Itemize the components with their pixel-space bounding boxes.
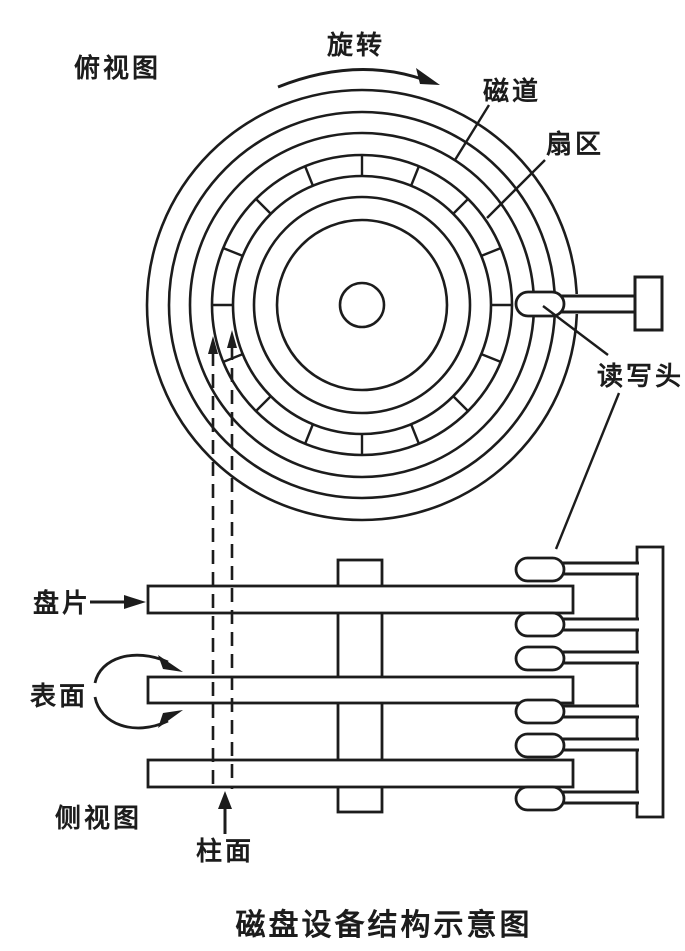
track-circle <box>252 195 472 415</box>
head-link-line <box>554 392 621 550</box>
platter-arrow <box>90 595 146 609</box>
head-arm <box>558 704 642 719</box>
figure-title: 磁盘设备结构示意图 <box>236 908 533 943</box>
surface-arrows <box>93 653 183 730</box>
surface-label: 表面 <box>30 682 88 712</box>
track-circles <box>145 88 579 522</box>
rotation-arrow <box>277 68 440 89</box>
head-arm <box>558 294 640 314</box>
head-leader-line <box>542 305 609 356</box>
sector-leader-line <box>486 159 546 219</box>
head-arm <box>558 737 642 752</box>
side-view-label: 侧视图 <box>55 804 142 834</box>
head-arms <box>558 561 642 805</box>
read-write-head <box>514 698 566 725</box>
platters <box>146 584 575 789</box>
head-arm <box>558 650 642 665</box>
spindle-hole-circle <box>338 281 386 329</box>
head-arm <box>558 561 642 576</box>
track-circle <box>275 218 449 392</box>
track-circle <box>231 174 493 436</box>
sector-label: 扇区 <box>546 129 604 160</box>
read-write-heads <box>514 556 566 812</box>
head-arm <box>558 790 642 805</box>
actuator-bar <box>635 545 665 819</box>
rotation-label: 旋转 <box>327 31 385 61</box>
platter <box>146 675 575 705</box>
read-write-head <box>514 645 566 672</box>
platter <box>146 584 575 615</box>
top-view-read-write-head <box>514 275 664 332</box>
platter <box>146 758 575 789</box>
track-leader-line <box>453 104 491 161</box>
read-write-head <box>514 785 566 812</box>
read-write-head <box>514 556 566 583</box>
read-write-head-label: 读写头 <box>597 362 684 392</box>
head-slider <box>514 290 566 318</box>
actuator-block <box>633 275 664 332</box>
cylinder-arrowhead <box>208 336 218 354</box>
read-write-head <box>514 611 566 638</box>
head-arm <box>558 617 642 632</box>
track-label: 磁道 <box>483 76 541 107</box>
side-view <box>146 545 665 819</box>
read-write-head <box>514 732 566 759</box>
top-view-label: 俯视图 <box>74 53 161 84</box>
cylinder-arrow <box>218 791 232 834</box>
cylinder-dashed-lines <box>208 330 237 789</box>
surface-arrow-lower <box>93 696 169 730</box>
cylinder-label: 柱面 <box>196 837 254 867</box>
top-view <box>145 68 664 522</box>
platter-label: 盘片 <box>33 588 91 619</box>
track-circle <box>188 131 536 479</box>
sector-dividers <box>212 155 512 455</box>
surface-arrow-upper <box>93 653 169 684</box>
cylinder-arrowhead <box>227 330 237 348</box>
